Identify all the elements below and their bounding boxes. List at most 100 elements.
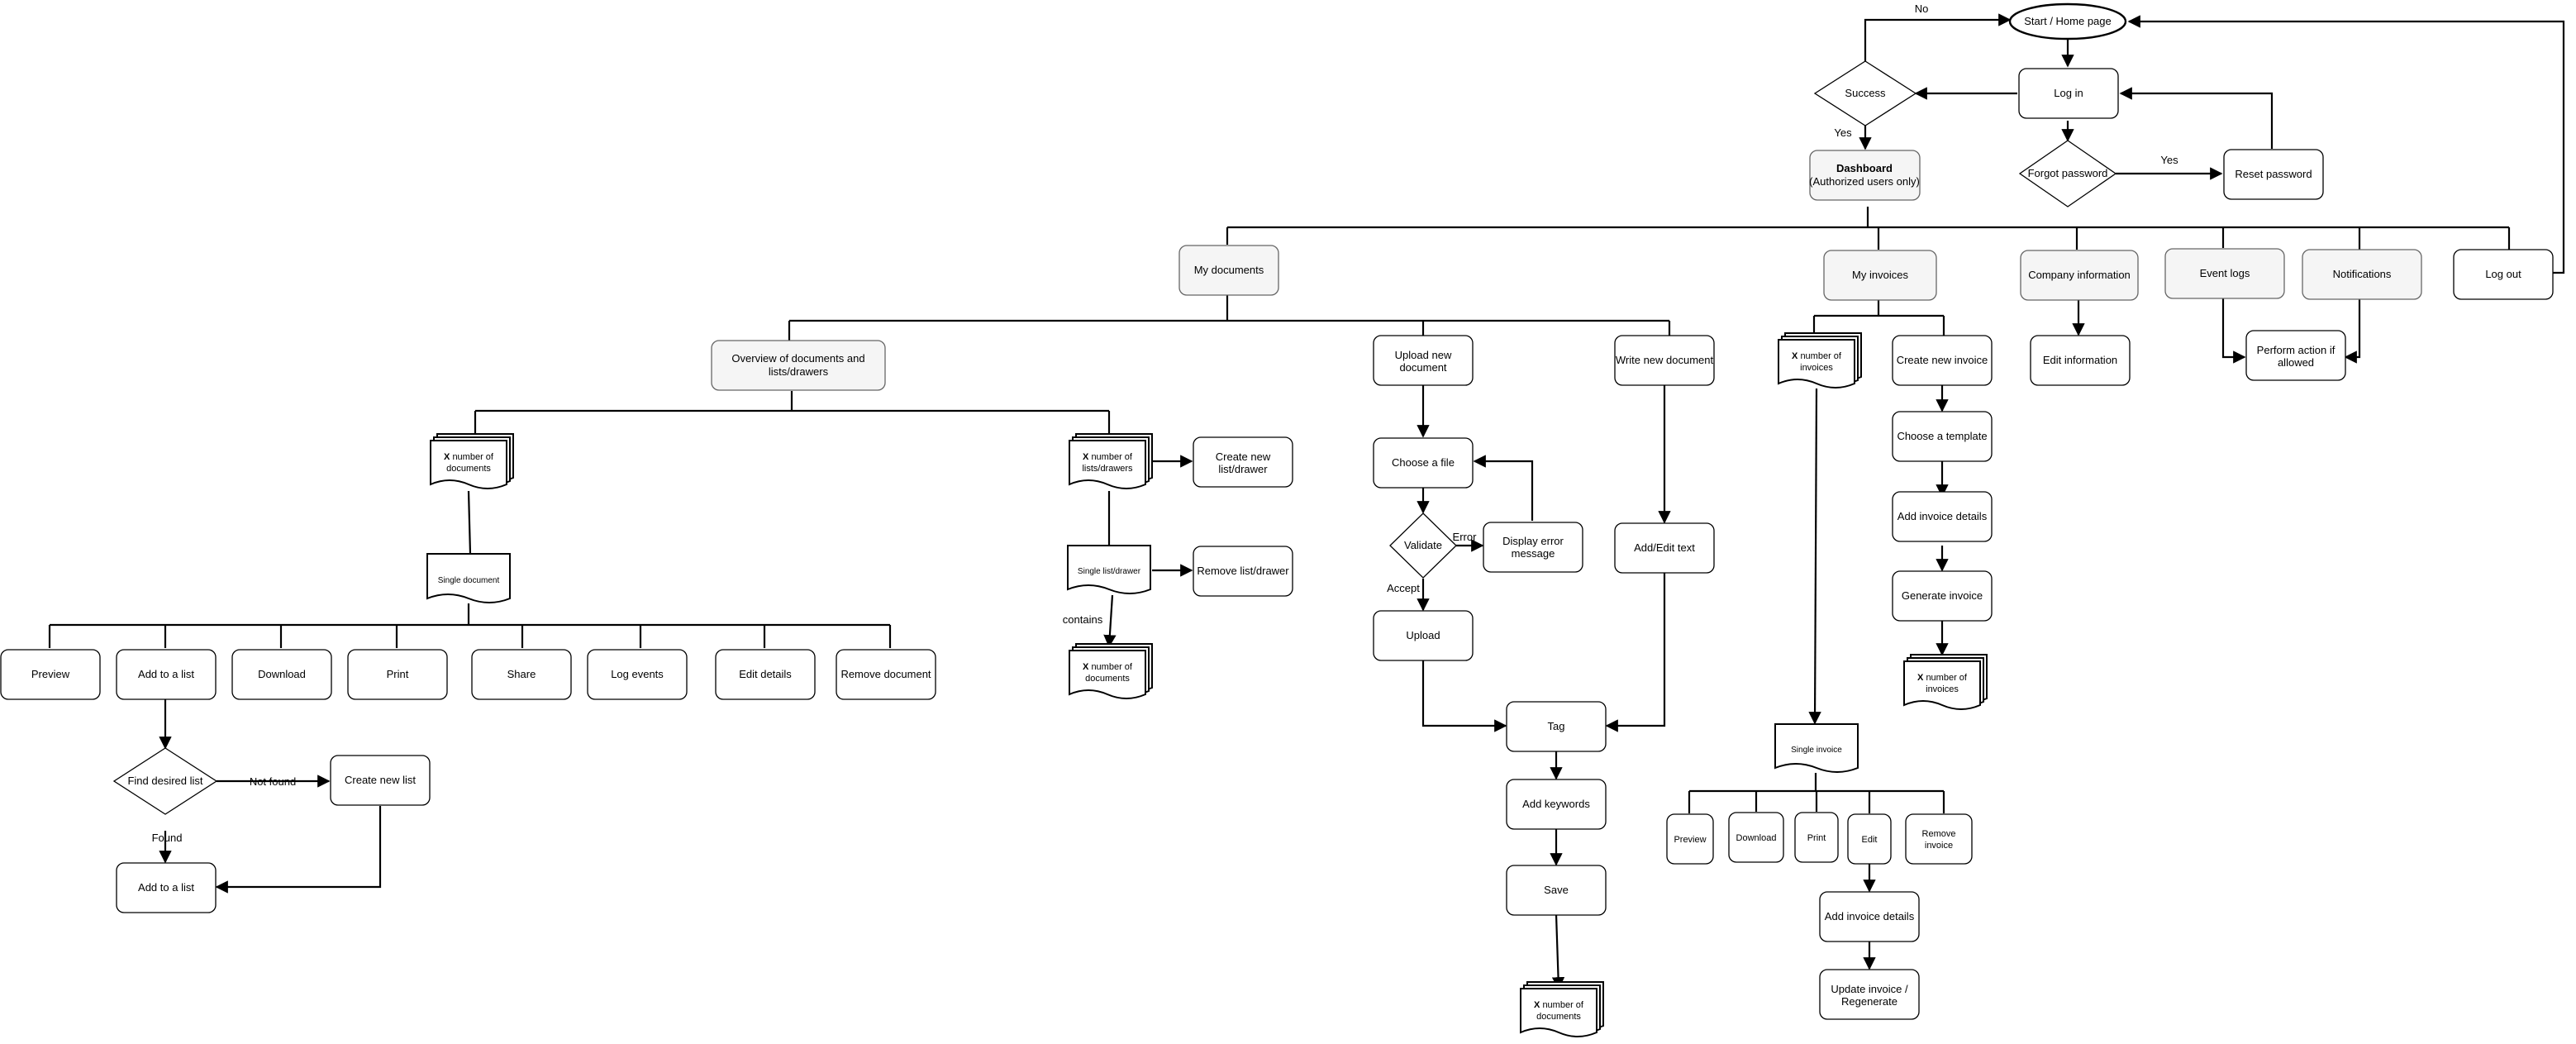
svg-text:Edit: Edit (1862, 835, 1878, 845)
svg-text:Upload: Upload (1406, 629, 1440, 641)
notifications-node: Notifications (2302, 249, 2422, 300)
edge-label-not-found: Not found (250, 775, 296, 788)
x-number-of-documents-stack: X number of documents (430, 433, 514, 489)
svg-text:Log events: Log events (611, 668, 664, 680)
svg-text:(Authorized users only): (Authorized users only) (1809, 175, 1920, 188)
add-to-a-list-node: Add to a list (116, 862, 217, 913)
add-keywords-node: Add keywords (1506, 779, 1607, 830)
svg-text:My invoices: My invoices (1852, 269, 1908, 281)
edge-label-found: Found (152, 832, 183, 844)
doc-action-edit-details-node: Edit details (715, 649, 816, 700)
svg-text:Remove: Remove (1922, 829, 1956, 839)
svg-text:Regenerate: Regenerate (1841, 995, 1897, 1008)
svg-text:documents: documents (446, 464, 491, 474)
find-desired-list-decision: Find desired list (112, 747, 218, 815)
start-home-page-node: Start / Home page (2008, 2, 2127, 41)
upload-new-document-node: Upload new document (1373, 335, 1474, 386)
svg-text:Create new list: Create new list (345, 774, 416, 786)
svg-text:Single document: Single document (438, 576, 500, 585)
company-information-node: Company information (2020, 250, 2139, 301)
tag-node: Tag (1506, 701, 1607, 752)
svg-text:document: document (1399, 361, 1446, 374)
add-edit-text-node: Add/Edit text (1614, 522, 1715, 574)
svg-text:Save: Save (1544, 884, 1569, 896)
single-list-drawer-node: Single list/drawer (1067, 545, 1151, 594)
svg-text:Start / Home page: Start / Home page (2024, 15, 2112, 27)
svg-text:Perform action if: Perform action if (2257, 344, 2336, 356)
edge-label-yes: Yes (1834, 126, 1852, 139)
svg-text:Upload new: Upload new (1395, 349, 1452, 361)
create-new-invoice-node: Create new invoice (1892, 335, 1993, 386)
svg-text:Print: Print (387, 668, 409, 680)
single-invoice-node: Single invoice (1774, 723, 1859, 773)
contains-label: contains (1063, 613, 1103, 626)
connector-lines (48, 13, 2565, 990)
my-documents-node: My documents (1178, 245, 1279, 296)
svg-text:Remove document: Remove document (840, 668, 931, 680)
generate-invoice-node: Generate invoice (1892, 570, 1993, 622)
svg-text:Validate: Validate (1404, 539, 1442, 551)
svg-text:Tag: Tag (1548, 720, 1565, 732)
edit-add-invoice-details-node: Add invoice details (1819, 891, 1920, 942)
doc-action-share-node: Share (471, 649, 572, 700)
svg-text:Download: Download (1736, 833, 1777, 843)
svg-text:Create new invoice: Create new invoice (1897, 354, 1988, 366)
svg-text:lists/drawers: lists/drawers (1082, 464, 1133, 474)
event-logs-node: Event logs (2164, 248, 2285, 299)
doc-action-log-events-node: Log events (587, 649, 688, 700)
svg-text:Dashboard: Dashboard (1836, 162, 1893, 174)
svg-text:Write new document: Write new document (1616, 354, 1714, 366)
svg-text:invoice: invoice (1925, 841, 1953, 851)
svg-text:My documents: My documents (1194, 264, 1264, 276)
svg-text:Update invoice /: Update invoice / (1831, 983, 1908, 995)
doc-action-preview-node: Preview (0, 649, 101, 700)
dashboard-node: Dashboard (Authorized users only) (1809, 150, 1921, 201)
choose-a-file-node: Choose a file (1373, 437, 1474, 489)
edit-information-node: Edit information (2030, 335, 2131, 386)
edge-label-accept: Accept (1387, 582, 1420, 594)
update-invoice-regenerate-node: Update invoice / Regenerate (1819, 969, 1920, 1020)
svg-text:Reset password: Reset password (2235, 168, 2312, 180)
svg-text:documents: documents (1536, 1012, 1581, 1022)
add-invoice-details-node: Add invoice details (1892, 491, 1993, 542)
single-document-node: Single document (426, 553, 511, 603)
save-node: Save (1506, 865, 1607, 916)
svg-text:Single list/drawer: Single list/drawer (1078, 567, 1141, 576)
x-number-of-generated-invoices-stack: X number of invoices (1903, 654, 1988, 710)
create-new-list-drawer-node: Create new list/drawer (1193, 436, 1293, 488)
invoice-action-remove-node: Remove invoice (1905, 813, 1973, 865)
svg-text:Preview: Preview (31, 668, 70, 680)
svg-text:Share: Share (507, 668, 536, 680)
remove-list-drawer-node: Remove list/drawer (1193, 546, 1293, 597)
svg-text:Overview of documents and: Overview of documents and (731, 352, 864, 365)
svg-text:Add to a list: Add to a list (138, 881, 194, 894)
forgot-password-decision: Forgot password (2018, 140, 2117, 207)
svg-text:Generate invoice: Generate invoice (1902, 589, 1983, 602)
svg-text:X number of: X number of (1083, 662, 1133, 672)
invoice-action-preview-node: Preview (1666, 813, 1714, 865)
svg-text:Add to a list: Add to a list (138, 668, 194, 680)
edge-label-yes: Yes (2160, 154, 2178, 166)
log-out-node: Log out (2453, 249, 2554, 300)
display-error-message-node: Display error message (1483, 522, 1583, 573)
svg-text:Forgot password: Forgot password (2028, 167, 2108, 179)
validate-decision: Validate (1389, 512, 1457, 579)
svg-text:Print: Print (1807, 833, 1826, 843)
doc-action-remove-document-node: Remove document (836, 649, 936, 700)
doc-action-print-node: Print (347, 649, 448, 700)
svg-text:message: message (1512, 547, 1555, 560)
svg-text:Add/Edit text: Add/Edit text (1634, 541, 1695, 554)
svg-text:X number of: X number of (444, 452, 494, 462)
x-number-of-invoices-stack: X number of invoices (1778, 332, 1862, 389)
svg-text:Log out: Log out (2485, 268, 2521, 280)
success-decision: Success (1813, 60, 1917, 126)
svg-text:Create new: Create new (1216, 450, 1271, 463)
invoice-action-edit-node: Edit (1847, 813, 1892, 865)
svg-text:Remove list/drawer: Remove list/drawer (1197, 565, 1289, 577)
svg-text:documents: documents (1085, 674, 1130, 684)
svg-text:Choose a file: Choose a file (1392, 456, 1455, 469)
svg-text:lists/drawers: lists/drawers (769, 365, 829, 378)
svg-text:Choose a template: Choose a template (1897, 430, 1987, 442)
